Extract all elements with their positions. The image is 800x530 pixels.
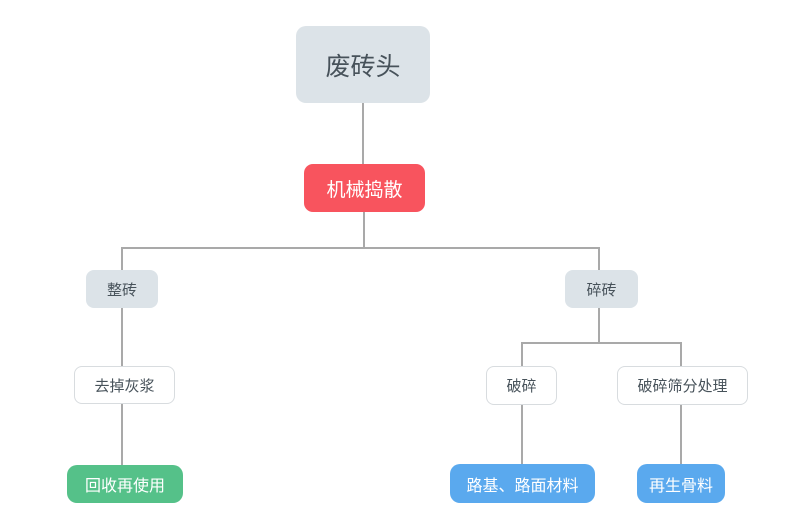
connector-drop-crushing (521, 342, 523, 366)
node-broken-brick[interactable]: 碎砖 (565, 270, 638, 308)
node-remove-mortar[interactable]: 去掉灰浆 (74, 366, 175, 404)
node-crushing[interactable]: 破碎 (486, 366, 557, 405)
connector-root-to-process (362, 103, 364, 164)
node-waste-brick[interactable]: 废砖头 (296, 26, 430, 103)
node-crush-screening[interactable]: 破碎筛分处理 (617, 366, 748, 405)
node-whole-brick[interactable]: 整砖 (86, 270, 158, 308)
node-road-materials[interactable]: 路基、路面材料 (450, 464, 595, 503)
connector-drop-whole-brick (121, 247, 123, 270)
connector-branch1-horizontal (121, 247, 600, 249)
connector-screening-to-aggregate (680, 404, 682, 464)
node-recycle-reuse[interactable]: 回收再使用 (67, 465, 183, 503)
connector-broken-brick-stem (598, 308, 600, 344)
connector-branch2-horizontal (521, 342, 682, 344)
connector-drop-crush-screening (680, 342, 682, 366)
connector-remove-mortar-to-recycle (121, 404, 123, 465)
node-mechanical-break[interactable]: 机械捣散 (304, 164, 425, 212)
node-recycled-aggregate[interactable]: 再生骨料 (637, 464, 725, 503)
connector-whole-to-remove-mortar (121, 308, 123, 366)
connector-process-stem (363, 212, 365, 249)
connector-drop-broken-brick (598, 247, 600, 270)
connector-crushing-to-road (521, 404, 523, 464)
